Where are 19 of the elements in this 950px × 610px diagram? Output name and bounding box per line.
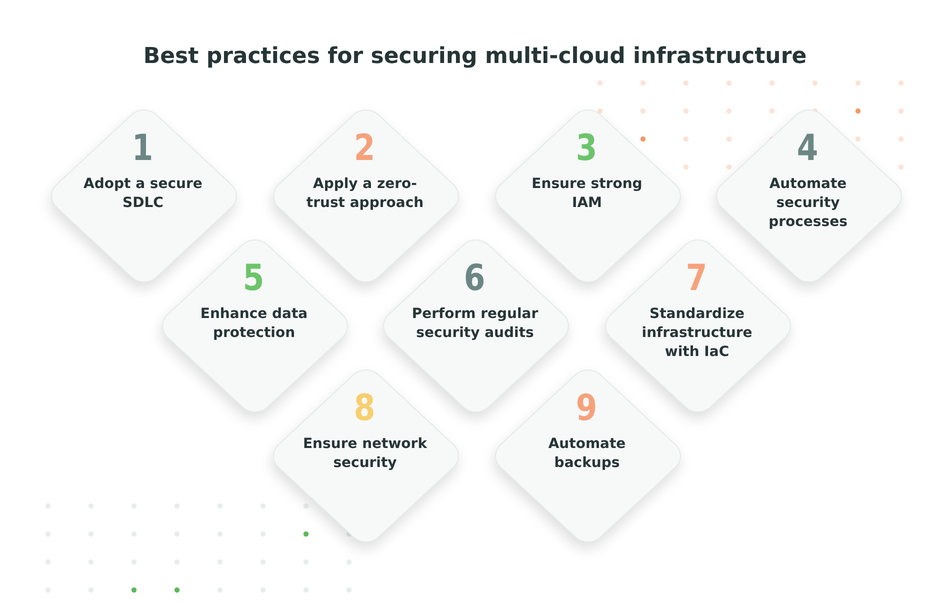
title: Best practices for securing multi-cloud infrastructure	[142, 44, 808, 69]
step-number: 1	[132, 129, 154, 169]
practice-text: Enhance data protection	[199, 305, 309, 343]
step-number: 2	[354, 129, 376, 169]
step-number: 7	[686, 259, 708, 299]
practice-text: Automate backups	[547, 435, 627, 473]
practice-text: Standardize infrastructure with IaC	[640, 305, 754, 362]
practice-text: Automate security processes	[768, 175, 848, 232]
step-number: 9	[576, 389, 598, 429]
practice-text: Adopt a secure SDLC	[82, 175, 204, 213]
step-number: 5	[243, 259, 265, 299]
practice-text: Apply a zero-trust approach	[305, 175, 425, 213]
step-number: 8	[354, 389, 376, 429]
step-number: 6	[464, 259, 486, 299]
practice-text: Ensure network security	[302, 435, 428, 473]
step-number: 4	[797, 129, 819, 169]
step-number: 3	[576, 129, 598, 169]
practice-text: Perform regular security audits	[411, 305, 539, 343]
practice-text: Ensure strong IAM	[530, 175, 644, 213]
